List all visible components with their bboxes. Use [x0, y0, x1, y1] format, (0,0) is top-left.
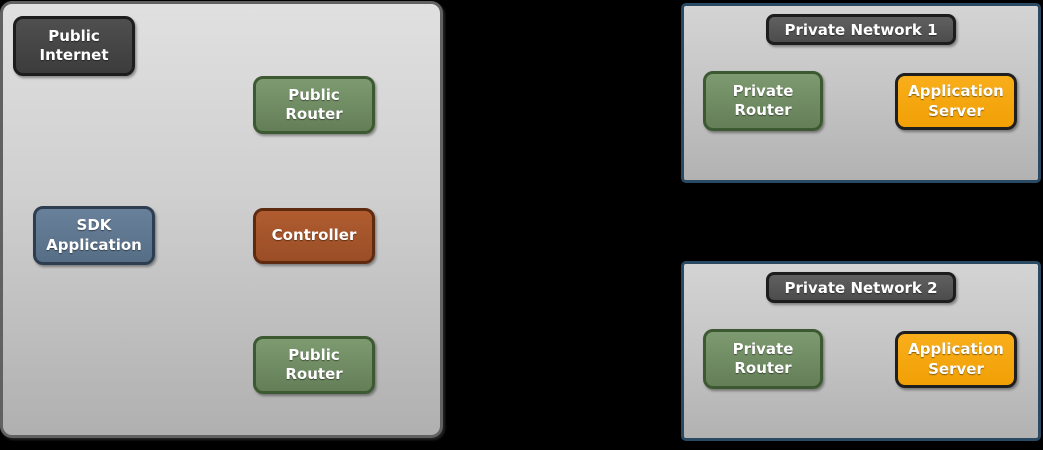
node-sdk-application: SDK Application — [33, 206, 155, 265]
node-public-internet: Public Internet — [13, 16, 135, 76]
node-private-router-1: Private Router — [703, 71, 823, 131]
panel-private-network-2: Private Network 2 Private Router Applica… — [681, 261, 1041, 441]
title-private-network-2: Private Network 2 — [766, 272, 956, 303]
node-controller: Controller — [253, 208, 375, 264]
title-private-network-1: Private Network 1 — [766, 14, 956, 45]
node-application-server-2: Application Server — [895, 331, 1017, 388]
node-public-router-top: Public Router — [253, 76, 375, 134]
node-private-router-2: Private Router — [703, 329, 823, 389]
panel-private-network-1: Private Network 1 Private Router Applica… — [681, 3, 1041, 183]
node-public-router-bottom: Public Router — [253, 336, 375, 394]
node-application-server-1: Application Server — [895, 73, 1017, 130]
panel-public-zone: Public Internet Public Router SDK Applic… — [0, 1, 443, 438]
